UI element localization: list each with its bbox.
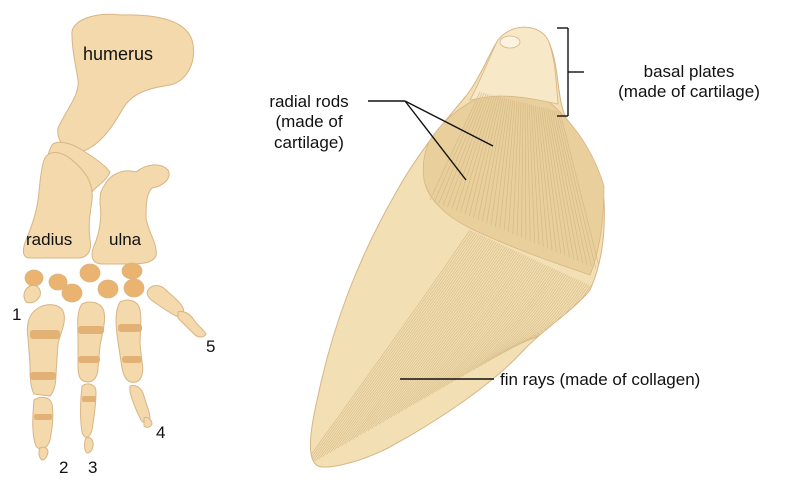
humerus-bone xyxy=(58,14,194,152)
label-radius: radius xyxy=(26,230,72,250)
label-radial-rods-line-3: cartilage) xyxy=(250,133,368,153)
label-digit-2: 2 xyxy=(59,458,68,478)
label-basal-plates: basal plates (made of cartilage) xyxy=(594,62,784,103)
label-basal-plates-line-1: basal plates xyxy=(594,62,784,82)
label-radial-rods-line-1: radial rods xyxy=(250,92,368,112)
label-humerus: humerus xyxy=(83,44,153,66)
label-fin-rays: fin rays (made of collagen) xyxy=(500,370,700,390)
label-radial-rods: radial rods (made of cartilage) xyxy=(250,92,368,153)
label-digit-3: 3 xyxy=(88,458,97,478)
digit-4 xyxy=(116,300,152,427)
label-digit-1: 1 xyxy=(12,305,21,325)
digit-1 xyxy=(24,285,40,302)
carpal-bones xyxy=(25,263,144,302)
digit-5 xyxy=(147,286,206,338)
label-digit-5: 5 xyxy=(206,337,215,357)
label-digit-4: 4 xyxy=(156,423,165,443)
basal-plate-cap xyxy=(500,36,520,48)
digit-2 xyxy=(27,305,64,460)
label-radial-rods-line-2: (made of xyxy=(250,112,368,132)
digit-3 xyxy=(78,302,105,453)
label-ulna: ulna xyxy=(109,230,141,250)
label-basal-plates-line-2: (made of cartilage) xyxy=(594,82,784,102)
